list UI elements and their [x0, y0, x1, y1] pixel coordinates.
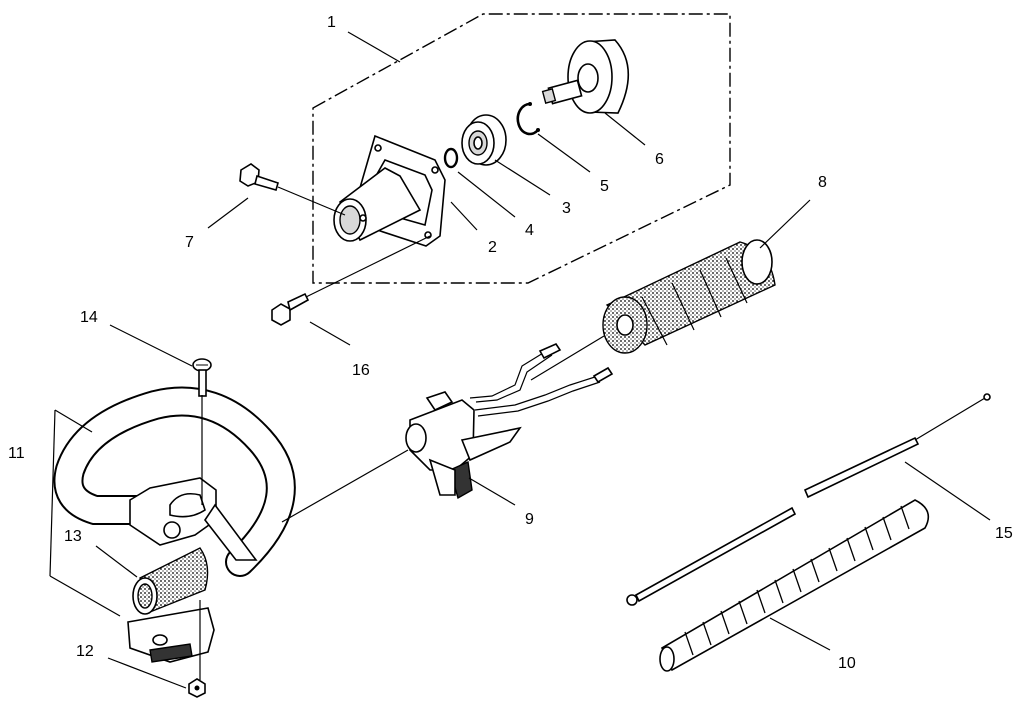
nut — [188, 678, 206, 698]
throttle-control-assembly — [405, 342, 614, 500]
snap-ring-small — [443, 147, 459, 169]
callout-2: 2 — [488, 239, 497, 256]
clutch-drum — [541, 39, 630, 114]
callout-9: 9 — [525, 511, 534, 528]
handle-screw — [192, 358, 212, 397]
callout-15: 15 — [995, 525, 1013, 542]
handle-grip — [132, 547, 209, 615]
clutch-housing — [333, 134, 446, 247]
callout-labels: 1 2 3 4 5 6 7 8 9 10 11 12 13 14 15 16 — [8, 14, 1013, 672]
throttle-cable — [626, 393, 991, 606]
callout-1: 1 — [327, 14, 336, 31]
flexible-tube — [659, 499, 930, 672]
callout-7: 7 — [185, 234, 194, 251]
ball-bearing — [461, 114, 507, 166]
callout-3: 3 — [562, 200, 571, 217]
callout-14: 14 — [80, 309, 98, 326]
callout-6: 6 — [655, 151, 664, 168]
snap-ring-large — [516, 102, 540, 136]
callout-13: 13 — [64, 528, 82, 545]
callout-16: 16 — [352, 362, 370, 379]
callout-5: 5 — [600, 178, 609, 195]
callout-8: 8 — [818, 174, 827, 191]
assembly-lines — [199, 186, 605, 680]
handle-grip-sponge — [602, 239, 776, 354]
callout-12: 12 — [76, 643, 94, 660]
front-handle-assembly — [53, 386, 296, 577]
callout-10: 10 — [838, 655, 856, 672]
bolt-clamp — [271, 292, 310, 326]
assembly-boundary — [312, 13, 731, 284]
leader-lines — [49, 31, 991, 689]
bolt-housing — [239, 163, 279, 191]
callout-11: 11 — [8, 445, 25, 462]
callout-4: 4 — [525, 222, 534, 239]
lower-clamp — [127, 607, 215, 663]
